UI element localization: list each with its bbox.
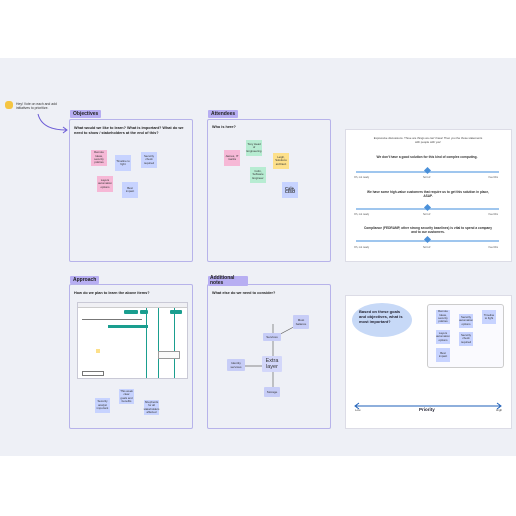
question-bubble (352, 303, 412, 337)
timeline-diagram[interactable] (77, 302, 188, 379)
attendees-frame[interactable] (207, 119, 331, 262)
survey-question: We don't have a good solution for this k… (376, 155, 478, 159)
sticky-note[interactable]: Remote Ideas, security policies (91, 150, 107, 166)
sticky-note[interactable]: This week clear goals and benefits (119, 388, 134, 404)
sticky-note[interactable]: Layers automation options (436, 330, 450, 344)
slider-right-label: I feel this (488, 246, 499, 249)
sticky-note[interactable]: Security automation options (459, 314, 473, 328)
slider-mid-label: Sort of (423, 213, 431, 216)
attendees-question: Who is here? (212, 125, 236, 129)
slider-left-label: Oh, not ready (354, 213, 370, 216)
sticky-note[interactable]: Timeline to fight (115, 155, 131, 171)
priority-low-label: Low (355, 408, 361, 412)
sticky-note[interactable]: Best impact (436, 348, 450, 362)
sticky-note[interactable]: Security check required (459, 332, 473, 346)
slider-mid-label: Sort of (423, 246, 431, 249)
additional-notes-title: Additional notes (208, 276, 248, 286)
objectives-title: Objectives (70, 110, 102, 118)
slider-left-label: Oh, not ready (354, 176, 370, 179)
sticky-note[interactable]: Cale, CISO (282, 182, 298, 198)
hint-arrow (37, 113, 68, 134)
sticky-note[interactable]: Remote Ideas, security policies (436, 309, 450, 324)
mind-map-center-node[interactable]: Extra layer (262, 356, 282, 372)
sticky-note[interactable]: Best impact (122, 182, 138, 198)
objectives-question: What would we like to learn? What is imp… (74, 126, 184, 135)
priority-axis-label: Priority (419, 407, 435, 412)
sticky-note[interactable]: Colin, Software Engineer (250, 167, 266, 183)
priority-axis (354, 402, 502, 410)
sticky-note[interactable]: Security analyst important (95, 398, 110, 413)
slider-mid-label: Sort of (423, 176, 431, 179)
mind-map-node[interactable]: Services (263, 333, 281, 341)
sticky-note[interactable]: Security check required (141, 152, 157, 168)
slider-right-label: I feel this (488, 176, 499, 179)
sticky-note[interactable]: James, IT marks (224, 150, 240, 166)
sticky-note[interactable]: Timeline to fight (482, 310, 496, 324)
hand-wave-icon (5, 101, 13, 109)
mind-map-node[interactable]: Storage (264, 387, 280, 397)
sticky-note[interactable]: Leigh, Solutions architect (273, 153, 289, 169)
additional-notes-question: What else do we need to consider? (212, 291, 276, 295)
survey-question: We have some high-value customers that r… (367, 190, 489, 198)
slider-right-label: I feel this (488, 213, 499, 216)
sticky-note[interactable]: Layers automation options (97, 176, 113, 192)
survey-intro: Expressive discussions. Three are things… (373, 136, 483, 144)
survey-question: Compliance (FEDRAMP, other strong securi… (364, 226, 493, 234)
priority-bubble-text: Based on these goals and objectives, wha… (359, 309, 403, 324)
approach-title: Approach (70, 276, 100, 284)
priority-high-label: High (496, 408, 503, 412)
sticky-note[interactable]: Tony Head of Engineering (246, 140, 262, 156)
attendees-title: Attendees (208, 110, 239, 118)
mind-map-node[interactable]: Must balance (293, 315, 309, 329)
hint-text: Hey! Vote on each and add initiatives to… (16, 102, 57, 111)
mind-map-node[interactable]: Identity services (227, 359, 245, 371)
slider-left-label: Oh, not ready (354, 246, 370, 249)
sticky-note[interactable]: Shepherds for all stakeholders affected (143, 399, 160, 415)
approach-question: How do we plan to learn the above items? (74, 291, 150, 295)
